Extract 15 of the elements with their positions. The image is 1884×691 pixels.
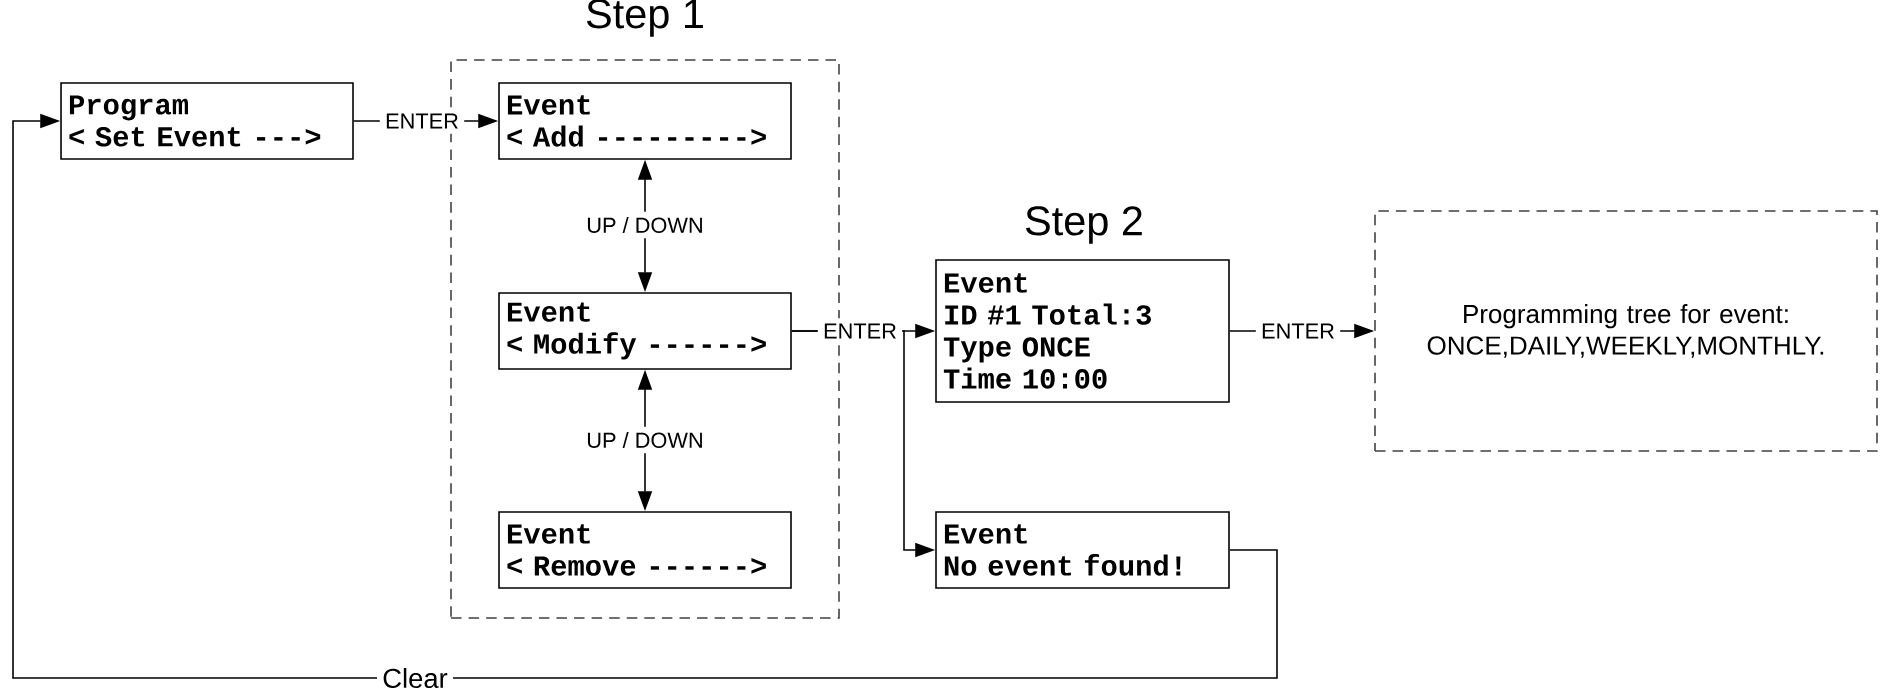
edge-label: UP / DOWN xyxy=(581,211,709,239)
lcd-screen-box: Event < Modify ------> xyxy=(498,292,792,370)
edge-label: Clear xyxy=(377,662,454,691)
edge-label: UP / DOWN xyxy=(581,426,709,454)
description-box: Programming tree for event: ONCE,DAILY,WEEKLY,MONTHLY. xyxy=(1374,210,1878,452)
edge-label: ENTER xyxy=(1255,318,1341,344)
lcd-screen-box: Event < Remove ------> xyxy=(498,511,792,589)
node-label: Step 1 xyxy=(586,0,703,37)
arrow xyxy=(12,113,1278,679)
edge-label: ENTER xyxy=(817,318,903,344)
edge-label: ENTER xyxy=(379,108,465,134)
lcd-screen-box: Event ID #1 Total:3 Type ONCE Time 10:00 xyxy=(935,259,1230,403)
lcd-screen-box: Event No event found! xyxy=(935,511,1230,589)
lcd-screen-box: Program < Set Event ---> xyxy=(60,82,354,160)
lcd-screen-box: Event < Add ---------> xyxy=(498,82,792,160)
